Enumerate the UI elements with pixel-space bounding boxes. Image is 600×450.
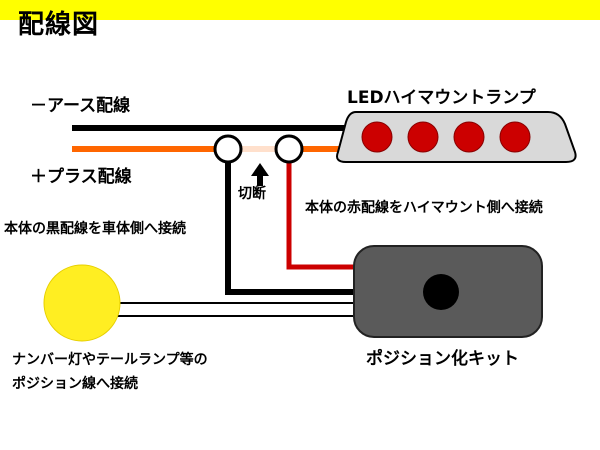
source-note-line-2: ポジション線へ接続 (12, 376, 138, 392)
led-3 (453, 121, 485, 153)
position-kit-label: ポジション化キット (366, 349, 519, 369)
ground-wire-label: －アース配線 (30, 96, 131, 116)
led-1 (361, 121, 393, 153)
lamp-label: LEDハイマウントランプ (347, 88, 536, 108)
connector-right (274, 134, 304, 164)
up-arrow-icon (251, 163, 269, 186)
connector-left (213, 134, 243, 164)
position-kit-port (423, 274, 459, 310)
red-wire-note: 本体の赤配線をハイマウント側へ接続 (305, 200, 543, 216)
cut-label: 切断 (238, 186, 266, 202)
light-source-bulb (43, 264, 121, 342)
led-2 (407, 121, 439, 153)
black-lead (225, 162, 358, 295)
source-note-line-1: ナンバー灯やテールランプ等の (12, 352, 208, 368)
page-title: 配線図 (18, 10, 100, 40)
red-lead (286, 162, 358, 270)
black-wire-note: 本体の黒配線を車体側へ接続 (4, 221, 186, 237)
plus-wire-label: ＋プラス配線 (30, 167, 132, 187)
top-banner (0, 0, 600, 20)
led-4 (499, 121, 531, 153)
led-group (361, 121, 531, 153)
